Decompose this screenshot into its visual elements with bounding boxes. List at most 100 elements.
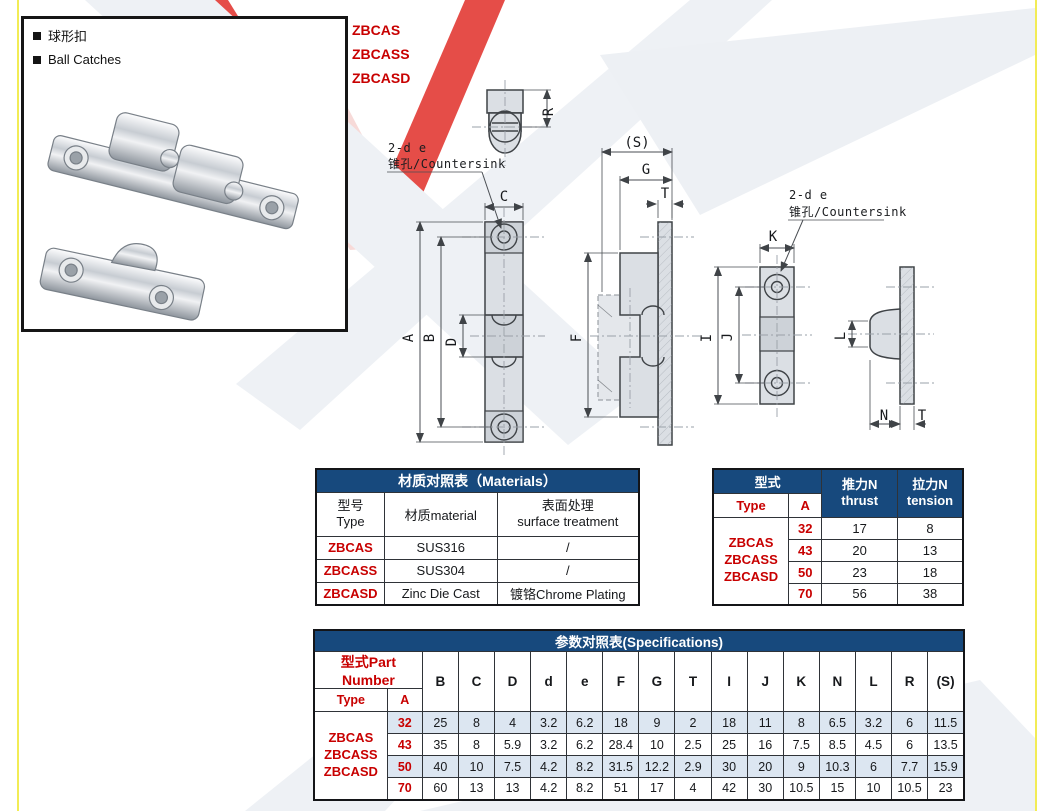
spec-value: 11 (746, 711, 784, 734)
spec-col-header: D (493, 651, 532, 712)
dim-label-f: F (569, 334, 585, 342)
spec-value: 30 (710, 755, 748, 778)
bullet-icon (33, 55, 41, 64)
spec-value: 4 (493, 711, 532, 734)
spec-value: 10.5 (782, 777, 820, 800)
dim-label-t: T (918, 408, 927, 424)
drawing-view-strike-side: L N T (833, 266, 934, 430)
table-row: 70 60 13 13 4.2 8.2 51 17 4 42 30 10.5 1… (314, 777, 965, 800)
thrust-cell: 23 (821, 560, 898, 584)
a-cell: 43 (386, 733, 423, 756)
countersink-note-line2: 锥孔/Countersink (388, 157, 506, 171)
dim-label-i: I (699, 334, 715, 342)
spec-value: 23 (927, 777, 965, 800)
material-cell: Zinc Die Cast (383, 581, 498, 606)
table-row: 型式Part Number B C D d e F G T I J K N L … (313, 651, 965, 712)
spec-col-header: G (638, 651, 676, 712)
material-cell: SUS316 (383, 535, 498, 560)
spec-value: 30 (746, 777, 784, 800)
dim-label-b: B (422, 334, 438, 342)
spec-value: 40 (421, 755, 459, 778)
spec-value: 2.5 (674, 733, 712, 756)
spec-value: 6.2 (566, 733, 604, 756)
drawing-view-side: (S) G T F (569, 135, 700, 446)
product-title-zh-line: 球形扣 (33, 26, 345, 45)
a-cell: 32 (788, 516, 823, 540)
page-edge-line-left (17, 0, 19, 811)
dim-label-l: L (833, 332, 849, 340)
spec-value: 10.3 (818, 755, 856, 778)
spec-value: 5.9 (493, 733, 532, 756)
spec-part-number-label: 型式Part Number (313, 651, 423, 689)
part-number: ZBCASS (352, 46, 410, 62)
table-row: Type A (712, 492, 963, 518)
spec-value: 6 (891, 733, 929, 756)
spec-value: 25 (421, 711, 459, 734)
spec-value: 18 (602, 711, 640, 734)
spec-value: 6.2 (566, 711, 604, 734)
spec-value: 2 (674, 711, 712, 734)
spec-value: 28.4 (602, 733, 640, 756)
tension-cell: 38 (896, 582, 964, 606)
part-number: ZBCASD (352, 70, 411, 86)
spec-type-label: Type (313, 688, 388, 712)
dim-label-t: T (661, 186, 670, 202)
spec-col-header: B (421, 651, 459, 712)
spec-value: 3.2 (530, 711, 568, 734)
surface-cell: / (496, 535, 640, 560)
spec-value: 20 (746, 755, 784, 778)
spec-col-header: (S) (927, 651, 965, 712)
materials-title: 材质对照表（Materials） (315, 468, 640, 493)
material-cell: SUS304 (383, 558, 498, 583)
spec-title: 参数对照表(Specifications) (313, 629, 965, 652)
spec-col-header: d (530, 651, 568, 712)
spec-col-header: N (818, 651, 856, 712)
spec-value: 6 (854, 755, 893, 778)
spec-value: 2.9 (674, 755, 712, 778)
spec-value: 15.9 (927, 755, 965, 778)
spec-value: 6.5 (818, 711, 856, 734)
spec-value: 25 (710, 733, 748, 756)
a-cell: 70 (386, 777, 423, 800)
spec-value: 13.5 (927, 733, 965, 756)
spec-value: 8 (782, 711, 820, 734)
bullet-icon (33, 31, 41, 40)
thrust-cell: 56 (821, 582, 898, 606)
product-title-en: Ball Catches (48, 52, 121, 67)
table-row: 50 23 18 (713, 560, 964, 584)
drawing-view-front: C A B D 2-d e 锥孔/Countersink (387, 141, 545, 456)
dim-label-r: R (541, 107, 557, 116)
type-cell: ZBCASD (315, 581, 385, 606)
spec-value: 10 (638, 733, 676, 756)
part-number-list: ZBCAS ZBCASS ZBCASD (352, 18, 410, 90)
dim-label-k: K (769, 229, 778, 245)
spec-value: 13 (457, 777, 496, 800)
spec-col-header: e (566, 651, 604, 712)
product-photo-box: 球形扣 Ball Catches (21, 16, 348, 332)
spec-col-header: F (602, 651, 640, 712)
a-cell: 50 (386, 755, 423, 778)
spec-value: 8.5 (818, 733, 856, 756)
spec-col-header: L (854, 651, 893, 712)
spec-value: 42 (710, 777, 748, 800)
dim-label-g: G (642, 162, 650, 178)
table-row: 参数对照表(Specifications) (313, 629, 965, 652)
spec-value: 8.2 (566, 755, 604, 778)
countersink-note-line1: 2-d e (388, 141, 427, 155)
dim-label-d: D (444, 338, 460, 346)
force-header-type: Type (712, 492, 790, 518)
spec-value: 11.5 (927, 711, 965, 734)
table-row: 43 20 13 (713, 538, 964, 562)
a-cell: 50 (788, 560, 823, 584)
product-photo-illustration (39, 112, 299, 321)
